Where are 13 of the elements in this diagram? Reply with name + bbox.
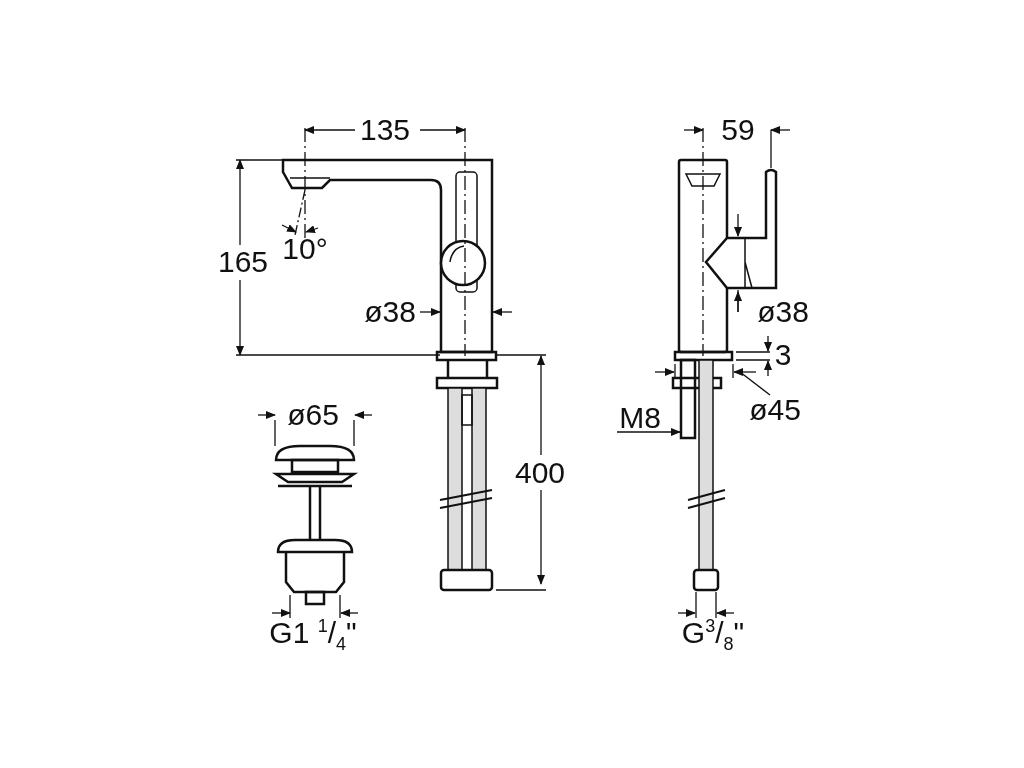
dimension-label: 165: [217, 247, 269, 277]
dimension-label: 59: [721, 115, 755, 145]
dimension-label: ø45: [749, 395, 801, 425]
dimension-label: ø65: [287, 400, 339, 430]
dimension-label: M8: [619, 403, 661, 433]
dimension-label: G$^{3}$/$_{8}$": [681, 617, 745, 653]
dimension-label: 135: [359, 115, 411, 145]
dimension-label: G1 $^{1}$/$_{4}$": [269, 617, 357, 653]
dimension-label: 400: [514, 458, 566, 488]
dimension-label: ø38: [364, 297, 416, 327]
dimension-label: 10°: [282, 234, 328, 264]
dimension-label: 3: [774, 340, 792, 370]
dimension-label: ø38: [757, 297, 809, 327]
